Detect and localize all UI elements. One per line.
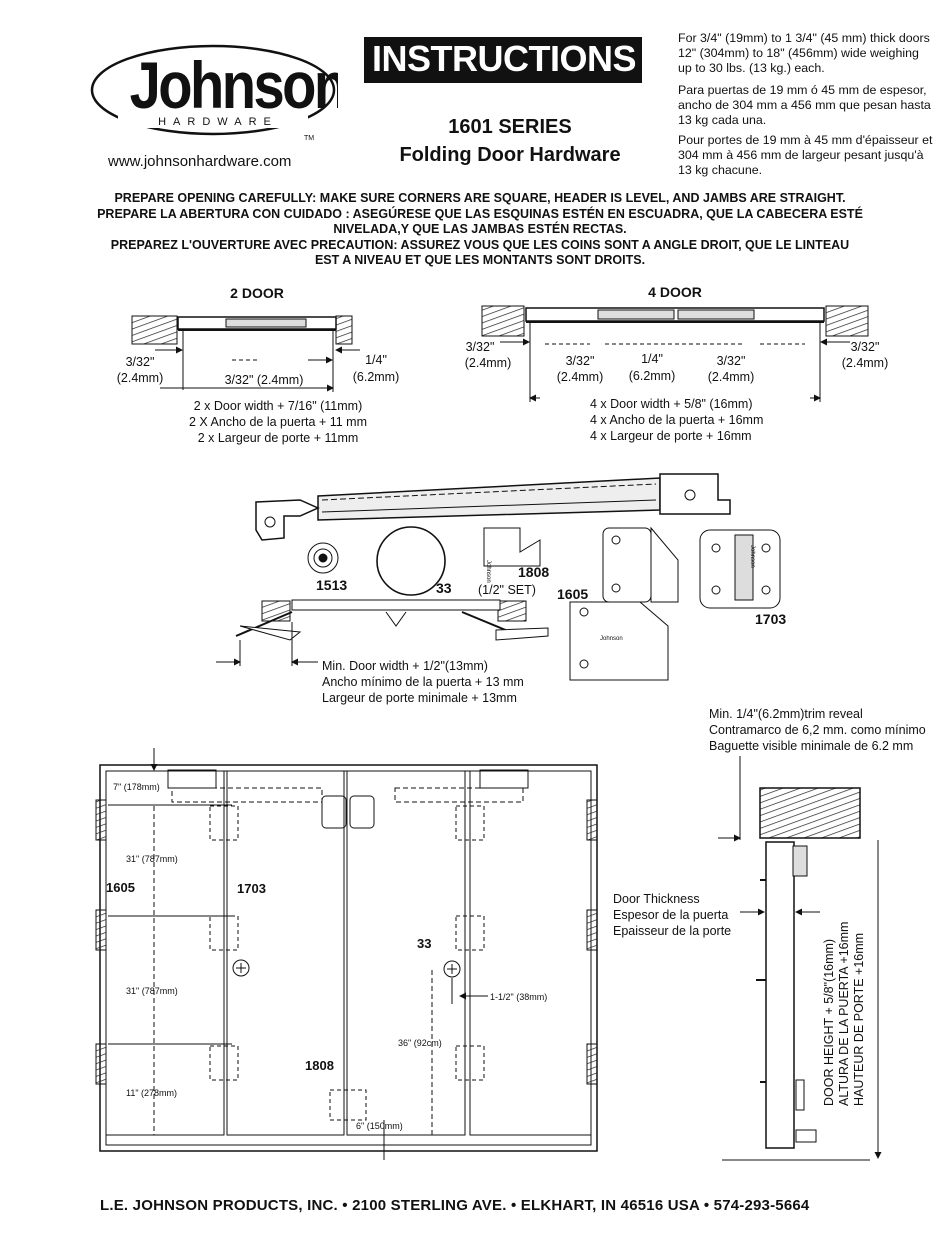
four-door-dim-4-mm: (2.4mm) (708, 370, 755, 384)
dim-6in: 6" (150mm) (356, 1121, 403, 1131)
prepare-instructions: PREPARE OPENING CAREFULLY: MAKE SURE COR… (97, 191, 863, 267)
four-door-dim-2-mm: (2.4mm) (557, 370, 604, 384)
two-door-mid-dim: 3/32" (2.4mm) (225, 373, 304, 387)
min-width-formula: Min. Door width + 1/2"(13mm)Ancho mínimo… (322, 659, 524, 705)
two-door-plan: 2 DOOR (131, 285, 360, 392)
spec-english: For 3/4" (19mm) to 1 3/4" (45 mm) thick … (678, 31, 930, 75)
four-door-dim-4: 3/32" (717, 354, 746, 368)
two-door-right-dim: 1/4" (365, 353, 387, 367)
elev-label-1605: 1605 (106, 880, 135, 895)
part-1605-label: 1605 (557, 586, 588, 602)
dim-31in-b: 31" (787mm) (126, 986, 178, 996)
dim-11in: 11" (278mm) (126, 1088, 177, 1098)
part-1808-note: (1/2" SET) (478, 583, 536, 597)
part-1703-label: 1703 (755, 611, 786, 627)
dim-1-1-2in: 1-1/2" (38mm) (490, 992, 547, 1002)
elev-label-1703: 1703 (237, 881, 266, 896)
door-height-note: DOOR HEIGHT + 5/8"(16mm)ALTURA DE LA PUE… (822, 921, 866, 1106)
door-elevation (95, 748, 598, 1160)
two-door-left-dim: 3/32" (126, 355, 155, 369)
two-door-formula: 2 x Door width + 7/16" (11mm)2 X Ancho d… (188, 399, 367, 445)
product-title: Folding Door Hardware (399, 144, 621, 166)
four-door-dim-2: 3/32" (566, 354, 595, 368)
elev-label-33: 33 (417, 936, 431, 951)
four-door-formula: 4 x Door width + 5/8" (16mm)4 x Ancho de… (590, 397, 764, 443)
two-door-title: 2 DOOR (230, 285, 284, 301)
website-url: www.johnsonhardware.com (108, 153, 292, 170)
four-door-dim-3-mm: (6.2mm) (629, 369, 676, 383)
dim-31in-a: 31" (787mm) (126, 854, 178, 864)
four-door-title: 4 DOOR (648, 284, 702, 300)
part-33-label: 33 (436, 580, 452, 596)
spec-french: Pour portes de 19 mm à 45 mm d'épaisseur… (678, 133, 933, 177)
dim-7in: 7" (178mm) (113, 782, 160, 792)
min-width-plan (216, 599, 549, 666)
four-door-plan: 4 DOOR (481, 284, 869, 402)
footer-address: L.E. JOHNSON PRODUCTS, INC. • 2100 STERL… (100, 1197, 810, 1214)
four-door-dim-5-mm: (2.4mm) (842, 356, 889, 370)
logo-subtitle: HARDWARE (158, 116, 278, 128)
series-title: 1601 SERIES (448, 116, 572, 138)
bracket-1808-mark: Johnson (485, 560, 491, 583)
elev-label-1808: 1808 (305, 1058, 334, 1073)
track-illustration (255, 473, 781, 681)
hinge-1703-mark: Johnson (749, 545, 755, 568)
spec-spanish: Para puertas de 19 mm ó 45 mm de espesor… (678, 83, 931, 127)
four-door-dim-3: 1/4" (641, 352, 663, 366)
instructions-badge: INSTRUCTIONS (364, 37, 642, 83)
trademark-mark: TM (304, 135, 314, 142)
four-door-dim-5: 3/32" (851, 340, 880, 354)
four-door-dim-1-mm: (2.4mm) (465, 356, 512, 370)
two-door-right-dim-mm: (6.2mm) (353, 370, 400, 384)
logo-wordmark: Johnson (130, 49, 338, 122)
door-section (718, 756, 882, 1161)
four-door-dim-1: 3/32" (466, 340, 495, 354)
pivot-1605-mark: Johnson (600, 636, 623, 642)
johnson-logo: Johnson HARDWARE TM (90, 44, 338, 142)
part-1513-label: 1513 (316, 577, 347, 593)
part-1808-label: 1808 (518, 564, 549, 580)
two-door-left-dim-mm: (2.4mm) (117, 371, 164, 385)
dim-36in: 36" (92cm) (398, 1038, 442, 1048)
